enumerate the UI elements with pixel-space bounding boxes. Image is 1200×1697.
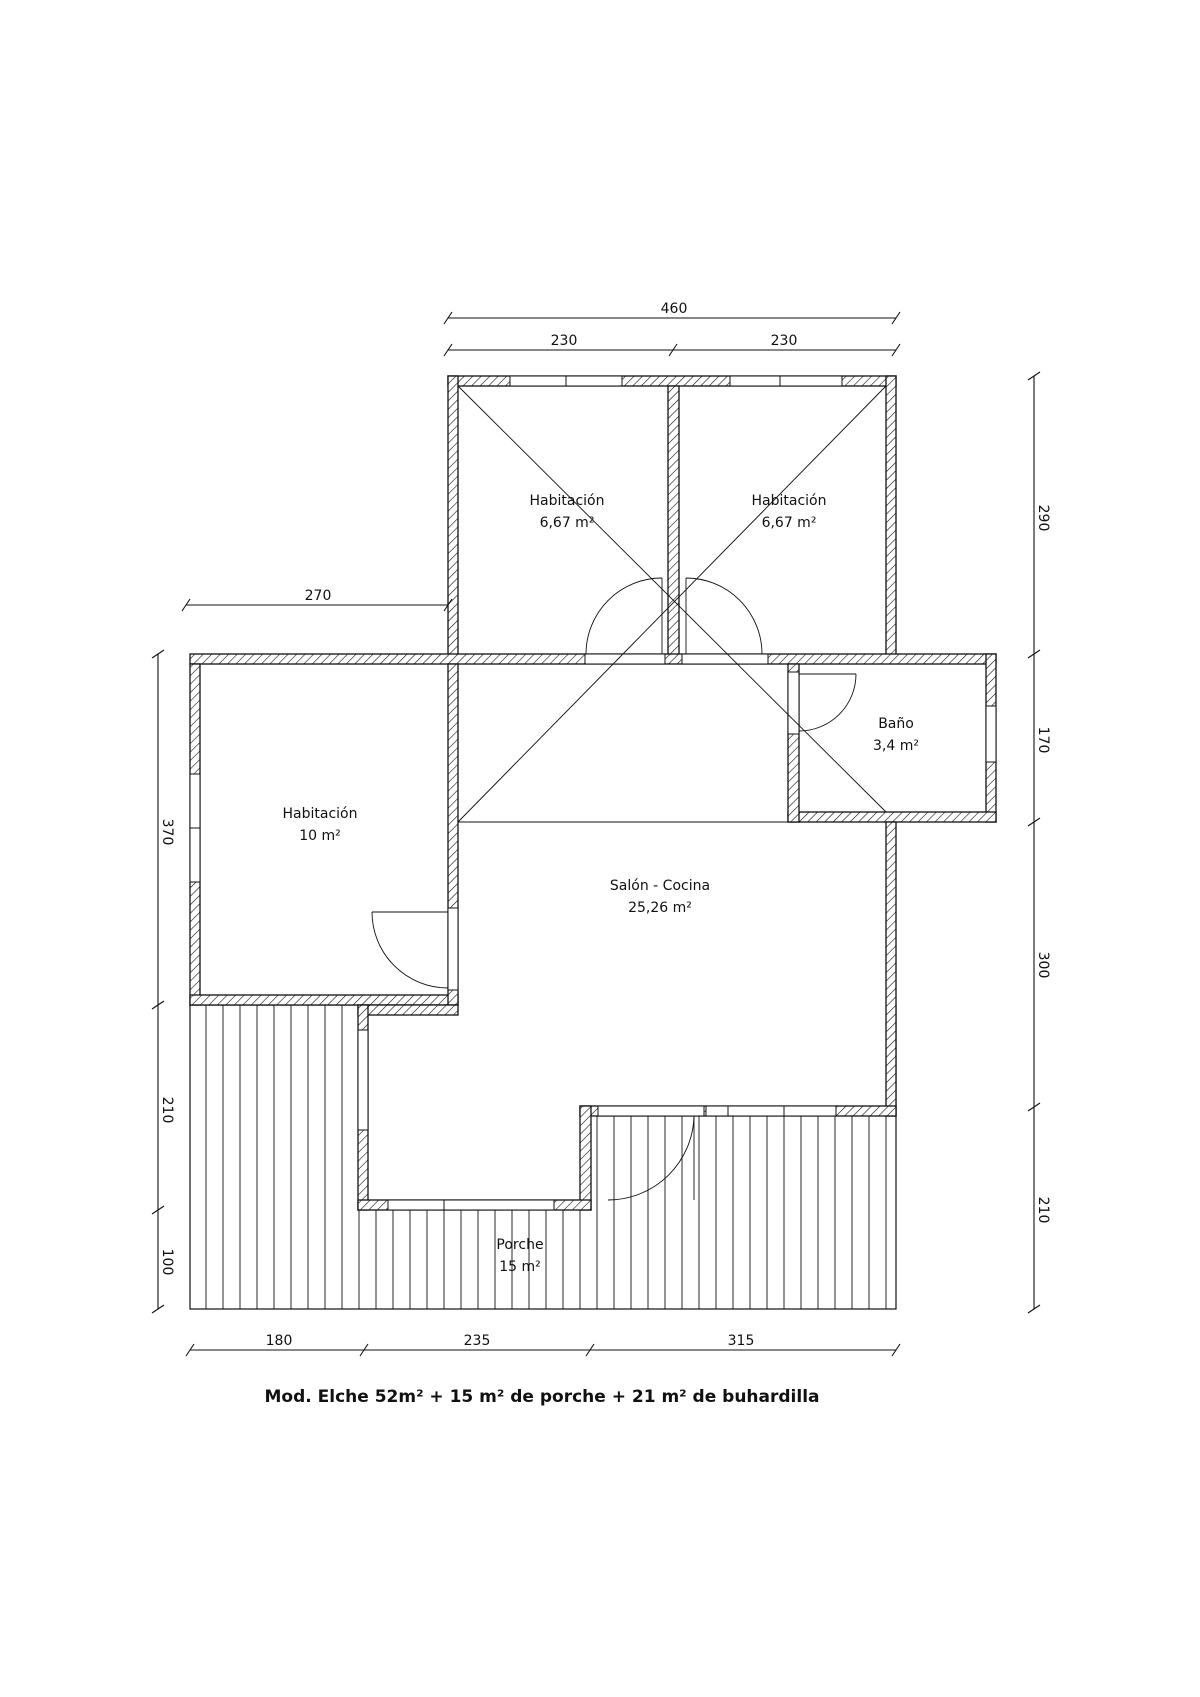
dim-left-upper: 370 xyxy=(159,819,175,846)
dim-left-offset: 270 xyxy=(305,588,332,604)
room-area-habitacion-3: 10 m² xyxy=(299,828,341,844)
dim-right-middle: 300 xyxy=(1035,952,1051,979)
room-area-porche: 15 m² xyxy=(499,1259,541,1275)
room-name-salon-cocina: Salón - Cocina xyxy=(610,878,710,894)
room-name-porche: Porche xyxy=(496,1237,543,1253)
dim-top-total: 460 xyxy=(661,301,688,317)
dimension-labels: 460 230 230 270 370 210 100 290 170 300 … xyxy=(159,301,1051,1349)
room-name-habitacion-3: Habitación xyxy=(283,806,358,822)
room-name-bano: Baño xyxy=(878,716,914,732)
dim-top-right: 230 xyxy=(771,333,798,349)
dim-left-lower: 100 xyxy=(159,1249,175,1276)
room-name-habitacion-1: Habitación xyxy=(530,493,605,509)
room-labels: Habitación 6,67 m² Habitación 6,67 m² Ha… xyxy=(283,493,919,1275)
dim-right-upper: 290 xyxy=(1035,505,1051,532)
dim-top-left: 230 xyxy=(551,333,578,349)
plan-caption: Mod. Elche 52m² + 15 m² de porche + 21 m… xyxy=(264,1387,819,1407)
doors xyxy=(371,577,857,1201)
dim-right-bath: 170 xyxy=(1035,727,1051,754)
windows xyxy=(189,375,997,1211)
dim-bottom-right: 315 xyxy=(728,1333,755,1349)
dim-bottom-left: 180 xyxy=(266,1333,293,1349)
loft-projection-lines xyxy=(457,385,887,823)
room-area-habitacion-1: 6,67 m² xyxy=(540,515,595,531)
dim-right-lower: 210 xyxy=(1035,1197,1051,1224)
room-area-habitacion-2: 6,67 m² xyxy=(762,515,817,531)
dimension-lines xyxy=(151,311,1041,1357)
dim-left-middle: 210 xyxy=(159,1097,175,1124)
dim-bottom-middle: 235 xyxy=(464,1333,491,1349)
room-area-bano: 3,4 m² xyxy=(873,738,919,754)
room-name-habitacion-2: Habitación xyxy=(752,493,827,509)
room-area-salon-cocina: 25,26 m² xyxy=(628,900,692,916)
